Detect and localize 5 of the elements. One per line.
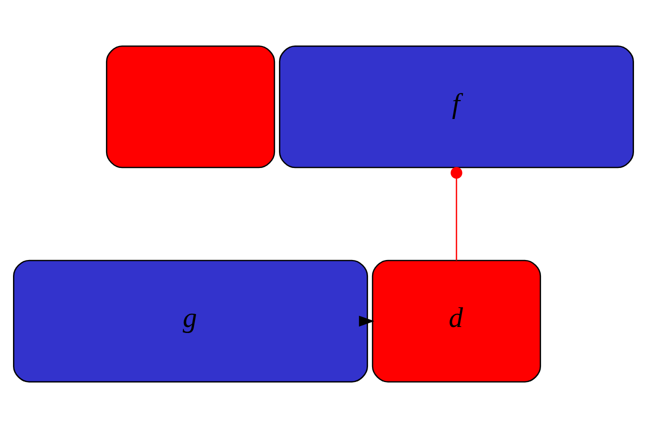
arrow bbox=[358, 315, 374, 326]
connector bbox=[450, 166, 462, 260]
node-box: f bbox=[278, 45, 634, 168]
node-box bbox=[106, 45, 276, 168]
node-box: d bbox=[372, 259, 542, 382]
